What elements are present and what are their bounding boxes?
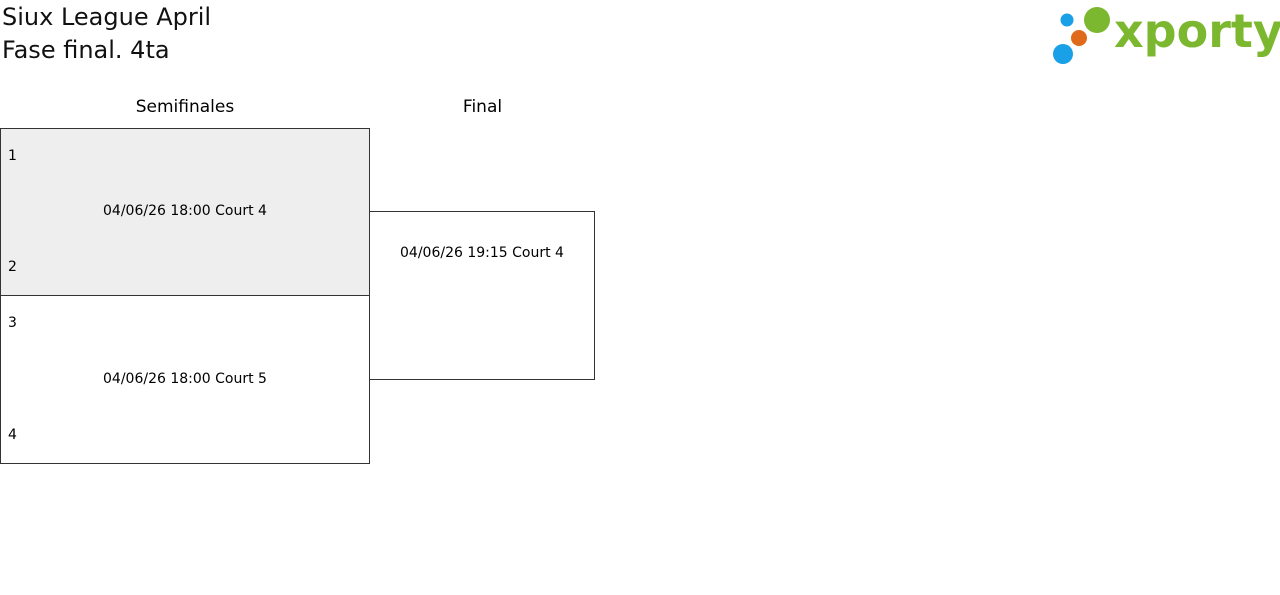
semifinal-match-1[interactable]: 1 04/06/26 18:00 Court 4 2: [0, 128, 370, 296]
semifinal-match-2[interactable]: 3 04/06/26 18:00 Court 5 4: [0, 295, 370, 464]
logo-dots-icon: [1053, 7, 1110, 64]
team-seed-top: 3: [8, 315, 17, 331]
team-seed-bottom: 2: [8, 259, 17, 275]
logo-wordmark: xporty: [1114, 4, 1280, 58]
match-info: 04/06/26 18:00 Court 5: [103, 371, 267, 387]
round-header-semifinales: Semifinales: [135, 97, 235, 117]
final-match[interactable]: 04/06/26 19:15 Court 4: [369, 211, 595, 380]
xporty-logo[interactable]: xporty: [1052, 4, 1280, 66]
team-seed-bottom: 4: [8, 427, 17, 443]
round-header-final: Final: [462, 97, 503, 117]
match-info: 04/06/26 18:00 Court 4: [103, 203, 267, 219]
team-seed-top: 1: [8, 148, 17, 164]
match-info: 04/06/26 19:15 Court 4: [400, 245, 564, 261]
page-title: Siux League April: [2, 3, 212, 31]
page-subtitle: Fase final. 4ta: [2, 36, 170, 64]
